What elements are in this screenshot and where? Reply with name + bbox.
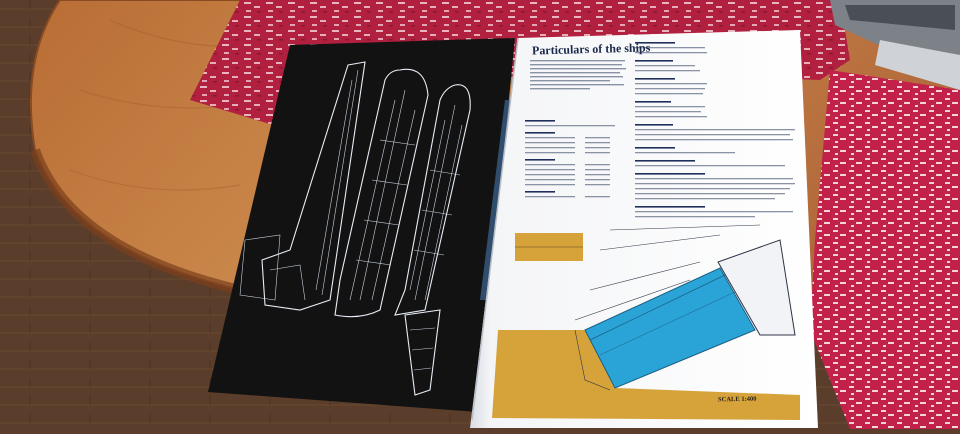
spec-text-columns xyxy=(525,42,795,218)
red-placemat-right xyxy=(810,70,960,429)
ramp-diagram xyxy=(492,224,800,420)
blueprint-page xyxy=(208,38,515,412)
scale-label: SCALE 1:400 xyxy=(717,395,757,404)
page-title: Particulars of the ships xyxy=(531,40,651,58)
ship-blueprint-drawing xyxy=(239,61,471,396)
